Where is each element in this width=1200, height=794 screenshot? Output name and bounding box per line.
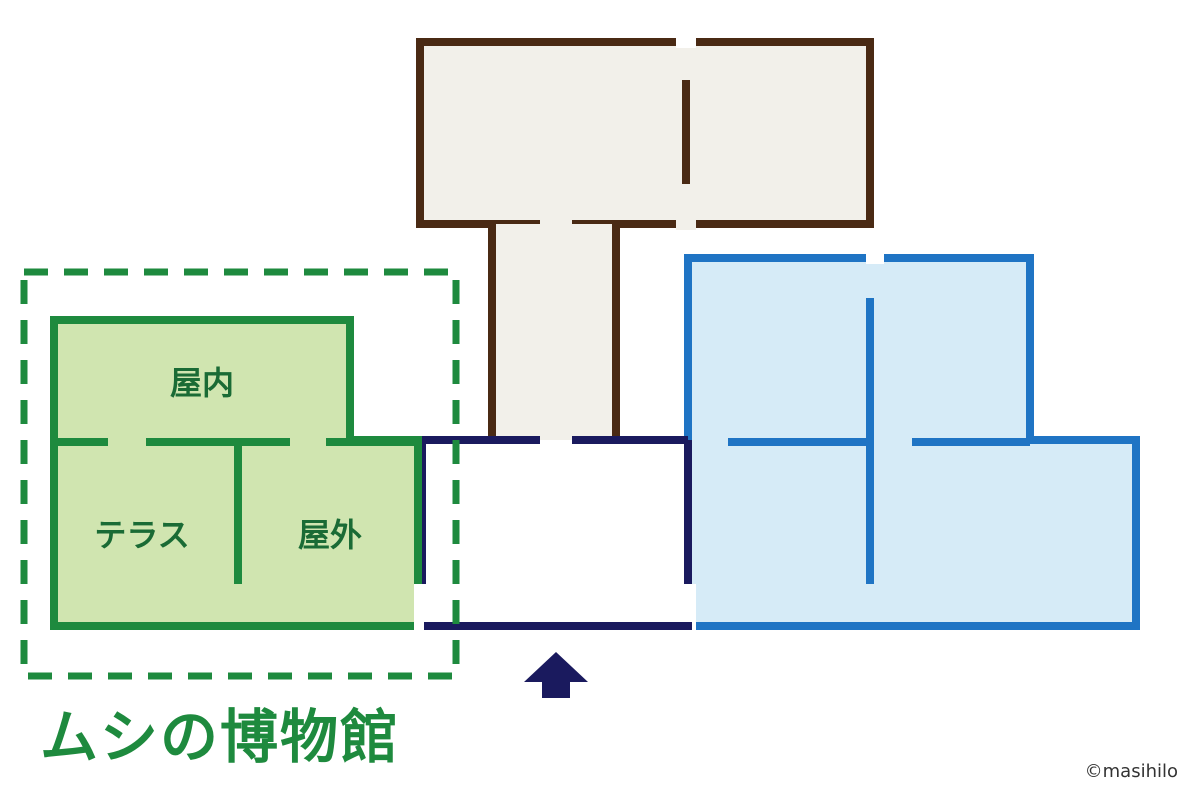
highlight-dashed-frame <box>20 268 460 680</box>
brown-door-gap-roof <box>676 36 696 48</box>
navy-hall <box>418 436 692 630</box>
up-arrow-icon <box>524 652 588 698</box>
green-building: 屋内 テラス 屋外 <box>50 316 424 630</box>
blue-door-gap-top <box>866 252 884 264</box>
brown-corridor <box>492 224 616 440</box>
room-label-terrace: テラス <box>94 516 189 554</box>
room-label-indoor: 屋内 <box>170 364 234 402</box>
brown-door-gap-floor <box>676 218 696 230</box>
brown-top-room <box>416 38 874 228</box>
brown-door-gap-top <box>540 218 572 230</box>
museum-title: ムシの博物館 <box>40 703 401 771</box>
room-label-outdoor: 屋外 <box>298 516 362 554</box>
brown-building <box>416 36 874 440</box>
navy-hall-fill <box>422 440 688 626</box>
green-door-gap <box>414 584 424 630</box>
blue-building <box>682 252 1140 630</box>
credit-text: ©masihilo <box>1084 761 1178 782</box>
